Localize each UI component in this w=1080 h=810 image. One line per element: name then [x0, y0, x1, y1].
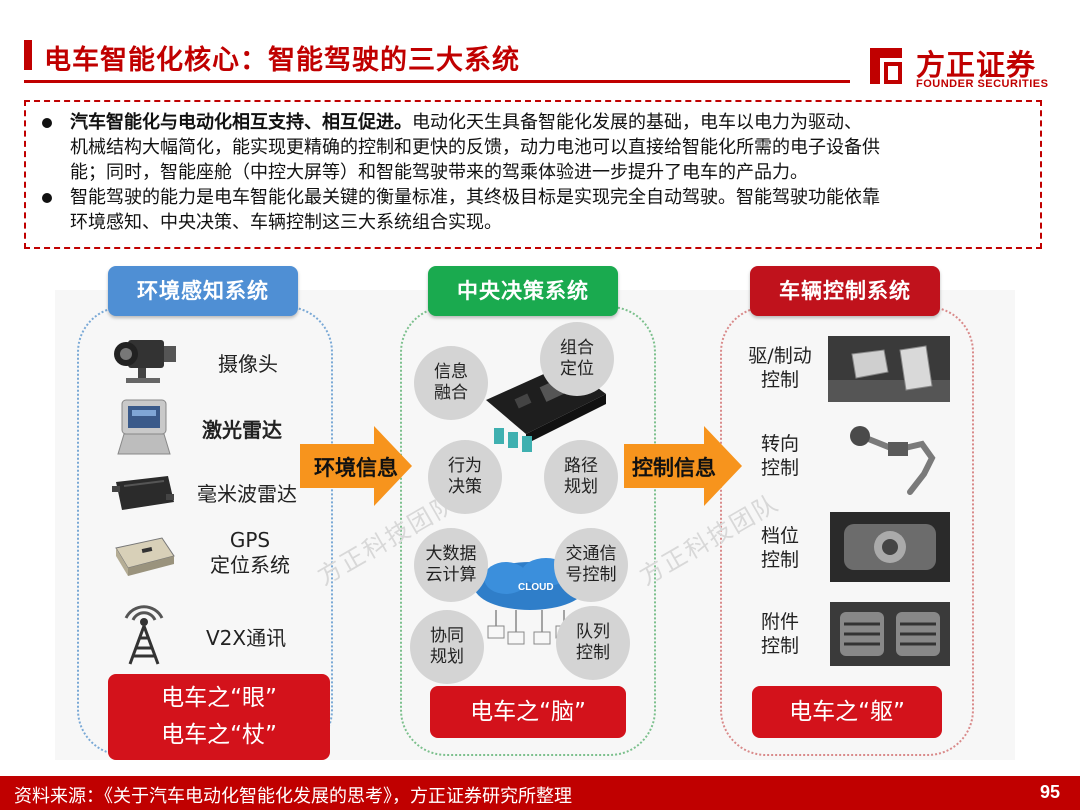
title-accent-bar: [24, 40, 32, 70]
bubble-path-l1: 路径: [564, 456, 598, 476]
accessory-l2: 控制: [760, 635, 799, 657]
intro-bullet-1-rest: 电动化天生具备智能化发展的基础，电车以电力为驱动、: [412, 112, 862, 133]
founder-logo-icon: [870, 48, 902, 84]
bubble-bigdata-l2: 云计算: [425, 565, 477, 585]
title-underline: [24, 80, 850, 83]
accessory-l1: 附件: [760, 611, 799, 633]
antenna-tower-icon: [124, 605, 164, 665]
gps-label: GPS: [229, 528, 271, 552]
decision-role-box: 电车之“脑”: [430, 686, 626, 738]
camera-label: 摄像头: [218, 352, 278, 376]
cloud-label: CLOUD: [518, 582, 554, 593]
gear-l2: 控制: [760, 549, 799, 571]
gear-label: 档位 控制: [740, 524, 820, 572]
bullet-dot-icon: [42, 118, 52, 128]
bubble-positioning-l2: 定位: [560, 359, 594, 379]
control-role-body: 电车之“躯”: [789, 699, 905, 725]
footer-source: 资料来源：《关于汽车电动化智能化发展的思考》，方正证券研究所整理: [14, 786, 572, 807]
drive-brake-l1: 驱/制动: [748, 345, 812, 367]
steering-l2: 控制: [760, 457, 799, 479]
bubble-bigdata-cloud: 大数据 云计算: [414, 528, 488, 602]
bubble-traffic-l2: 号控制: [565, 565, 617, 585]
decision-role-brain: 电车之“脑”: [470, 699, 586, 725]
environment-info-label: 环境信息: [314, 456, 398, 480]
footer-bar: 资料来源：《关于汽车电动化智能化发展的思考》，方正证券研究所整理 95: [0, 776, 1080, 810]
page-number: 95: [1039, 782, 1060, 802]
page-title: 电车智能化核心：智能驾驶的三大系统: [44, 45, 520, 76]
intro-bullet-1-lead: 汽车智能化与电动化相互支持、相互促进。: [70, 112, 412, 133]
steering-column-icon: [850, 426, 936, 495]
control-info-label: 控制信息: [632, 456, 716, 480]
environment-info-arrow: [300, 426, 412, 506]
drive-brake-label: 驱/制动 控制: [740, 344, 820, 392]
gear-l1: 档位: [760, 525, 799, 547]
lidar-label: 激光雷达: [202, 418, 282, 442]
intro-bullet-2-line1: 智能驾驶的能力是电车智能化最关键的衡量标准，其终极目标是实现完全自动驾驶。智能驾…: [70, 187, 880, 208]
bubble-cooperative-planning: 协同 规划: [410, 610, 484, 684]
bubble-path-l2: 规划: [564, 477, 598, 497]
bubble-traffic-signal: 交通信 号控制: [554, 528, 628, 602]
gear-shifter-icon: [830, 512, 950, 582]
positioning-label: 定位系统: [210, 553, 290, 577]
control-role-box: 电车之“躯”: [752, 686, 942, 738]
bubble-behavior-l2: 决策: [448, 477, 482, 497]
decision-system-title: 中央决策系统: [428, 266, 618, 316]
drive-brake-l2: 控制: [760, 369, 799, 391]
control-system-title: 车辆控制系统: [750, 266, 940, 316]
bullet-dot-icon: [42, 193, 52, 203]
intro-bullet-2-line2: 环境感知、中央决策、车辆控制这三大系统组合实现。: [70, 212, 502, 233]
perception-role-box: 电车之“眼” 电车之“杖”: [108, 674, 330, 760]
air-vent-icon: [830, 602, 950, 666]
mmwave-radar-icon: [112, 476, 174, 510]
bubble-info-fusion-l2: 融合: [434, 383, 468, 403]
camera-icon: [114, 340, 176, 383]
perception-role-eye: 电车之“眼”: [161, 685, 277, 711]
pedals-icon: [828, 336, 950, 402]
accessory-label: 附件 控制: [740, 610, 820, 658]
bubble-platoon-l1: 队列: [576, 622, 610, 642]
lidar-icon: [117, 399, 171, 455]
steering-label: 转向 控制: [740, 432, 820, 480]
intro-bullet-1-line3: 能；同时，智能座舱（中控大屏等）和智能驾驶带来的驾乘体验进一步提升了电车的产品力…: [70, 162, 808, 183]
bubble-traffic-l1: 交通信: [565, 544, 617, 564]
intro-bullet-1: 汽车智能化与电动化相互支持、相互促进。电动化天生具备智能化发展的基础，电车以电力…: [40, 110, 1026, 185]
steering-l1: 转向: [760, 433, 799, 455]
bubble-platoon-l2: 控制: [576, 643, 610, 663]
logo-chinese-name: 方正证券: [916, 48, 1037, 82]
perception-system-title: 环境感知系统: [108, 266, 298, 316]
perception-role-cane: 电车之“杖”: [161, 722, 277, 748]
gps-device-icon: [115, 537, 175, 576]
mmwave-radar-label: 毫米波雷达: [197, 482, 297, 506]
intro-box: 汽车智能化与电动化相互支持、相互促进。电动化天生具备智能化发展的基础，电车以电力…: [24, 100, 1042, 249]
bubble-bigdata-l1: 大数据: [425, 544, 477, 564]
v2x-label: V2X通讯: [206, 626, 287, 650]
bubble-coop-l2: 规划: [430, 647, 464, 667]
bubble-info-fusion-l1: 信息: [434, 362, 468, 382]
bubble-behavior-l1: 行为: [448, 456, 482, 476]
intro-bullet-2: 智能驾驶的能力是电车智能化最关键的衡量标准，其终极目标是实现完全自动驾驶。智能驾…: [40, 185, 1026, 235]
bubble-integrated-positioning: 组合 定位: [540, 322, 614, 396]
founder-securities-logo: 方正证券 FOUNDER SECURITIES: [864, 42, 1064, 94]
gps-label-group: GPS 定位系统: [208, 528, 292, 578]
intro-bullet-1-line2: 机械结构大幅简化，能实现更精确的控制和更快的反馈，动力电池可以直接给智能化所需的…: [70, 137, 880, 158]
bubble-coop-l1: 协同: [430, 626, 464, 646]
control-info-arrow: [624, 426, 742, 506]
bubble-path-planning: 路径 规划: [544, 440, 618, 514]
bubble-behavior-decision: 行为 决策: [428, 440, 502, 514]
logo-english-name: FOUNDER SECURITIES: [916, 78, 1049, 90]
bubble-positioning-l1: 组合: [560, 338, 594, 358]
bubble-info-fusion: 信息 融合: [414, 346, 488, 420]
bubble-platoon-control: 队列 控制: [556, 606, 630, 680]
